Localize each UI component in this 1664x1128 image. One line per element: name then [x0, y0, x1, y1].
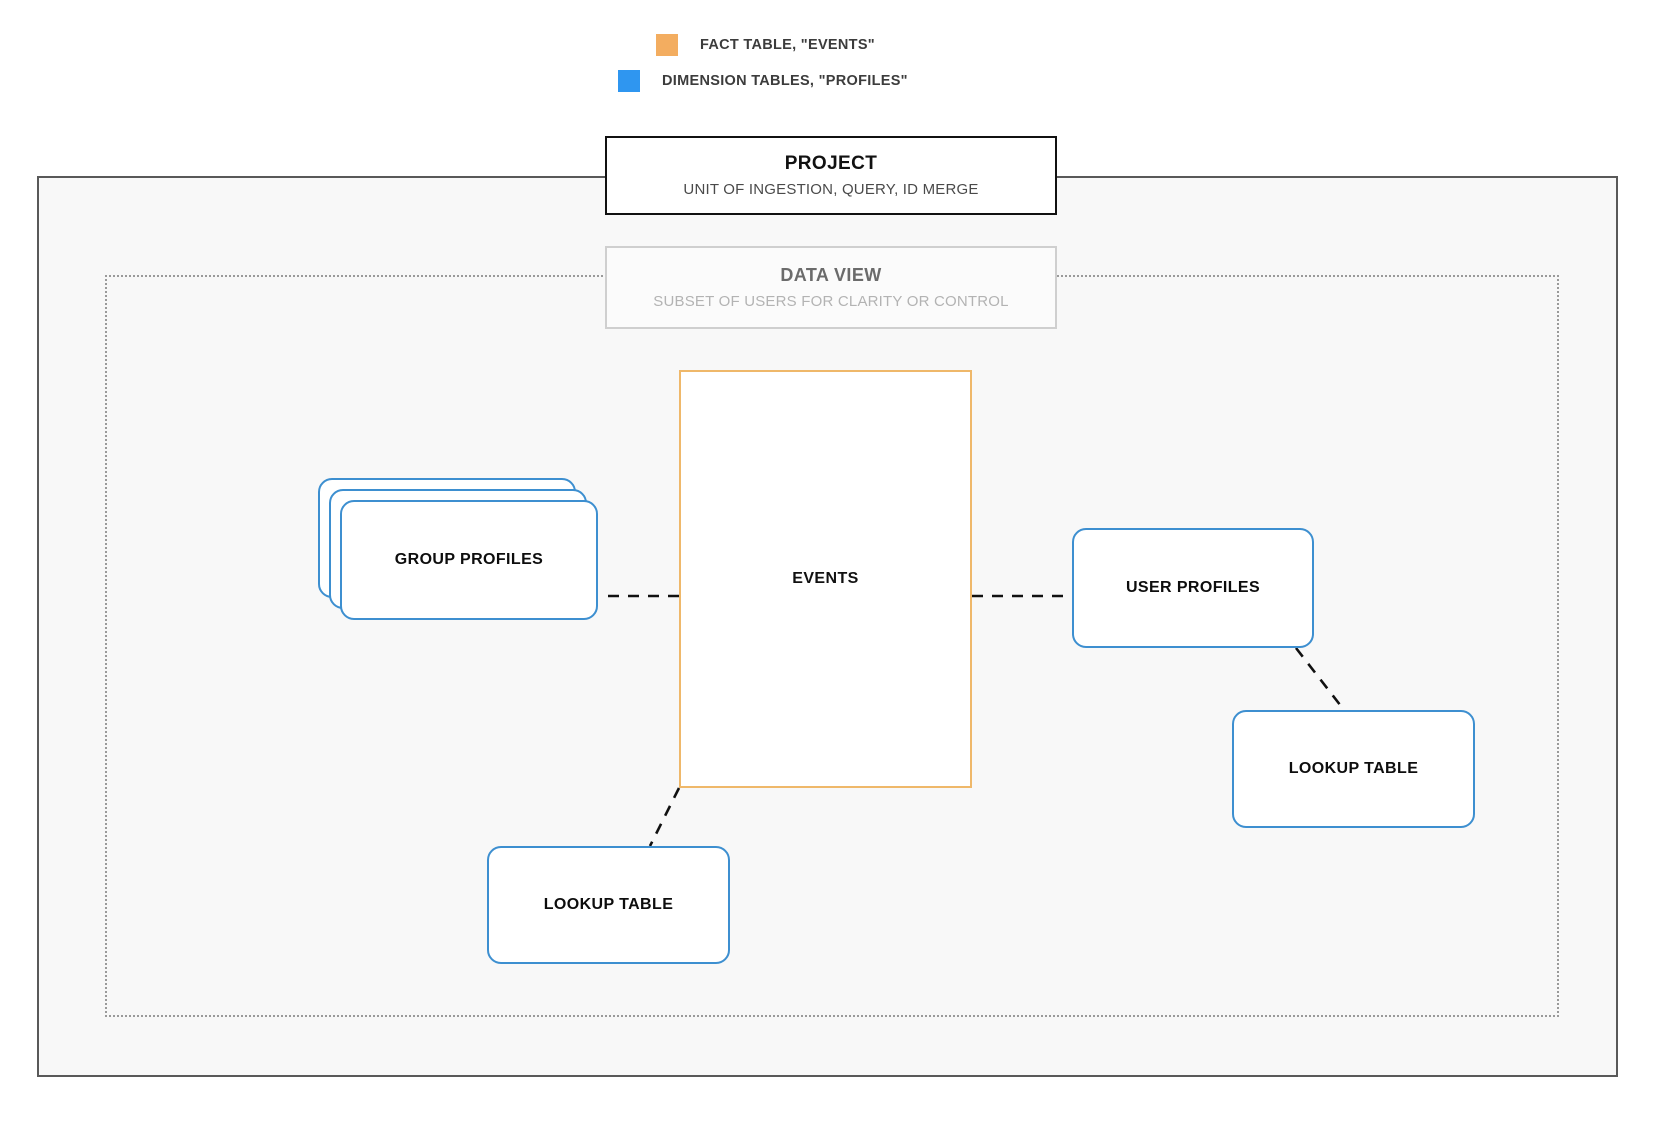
events-node-label: EVENTS — [792, 570, 859, 587]
user-profiles-node[interactable]: USER PROFILES — [1072, 528, 1314, 648]
fact-table-swatch-icon — [656, 34, 678, 56]
legend-item-fact-table: FACT TABLE, "EVENTS" — [656, 34, 875, 56]
data-view-subtitle: SUBSET OF USERS FOR CLARITY OR CONTROL — [653, 293, 1009, 310]
lookup-table-left-node[interactable]: LOOKUP TABLE — [487, 846, 730, 964]
user-profiles-node-label: USER PROFILES — [1125, 579, 1261, 596]
data-view-header-box: DATA VIEW SUBSET OF USERS FOR CLARITY OR… — [605, 246, 1057, 329]
lookup-table-right-node[interactable]: LOOKUP TABLE — [1232, 710, 1475, 828]
project-title: PROJECT — [784, 153, 878, 174]
legend-item-dimension-tables-label: DIMENSION TABLES, "PROFILES" — [662, 73, 908, 89]
lookup-table-left-node-label: LOOKUP TABLE — [543, 896, 674, 913]
lookup-table-right-node-label: LOOKUP TABLE — [1288, 760, 1419, 777]
group-profiles-node[interactable]: GROUP PROFILES — [318, 478, 608, 628]
group-profiles-card-front[interactable]: GROUP PROFILES — [340, 500, 598, 620]
data-view-title: DATA VIEW — [780, 265, 882, 285]
events-fact-table-node[interactable]: EVENTS — [679, 370, 972, 788]
group-profiles-node-label: GROUP PROFILES — [394, 551, 544, 568]
dimension-tables-swatch-icon — [618, 70, 640, 92]
project-header-box: PROJECT UNIT OF INGESTION, QUERY, ID MER… — [605, 136, 1057, 215]
legend-item-dimension-tables: DIMENSION TABLES, "PROFILES" — [618, 70, 908, 92]
project-subtitle: UNIT OF INGESTION, QUERY, ID MERGE — [683, 181, 979, 198]
legend-item-fact-table-label: FACT TABLE, "EVENTS" — [700, 37, 875, 53]
